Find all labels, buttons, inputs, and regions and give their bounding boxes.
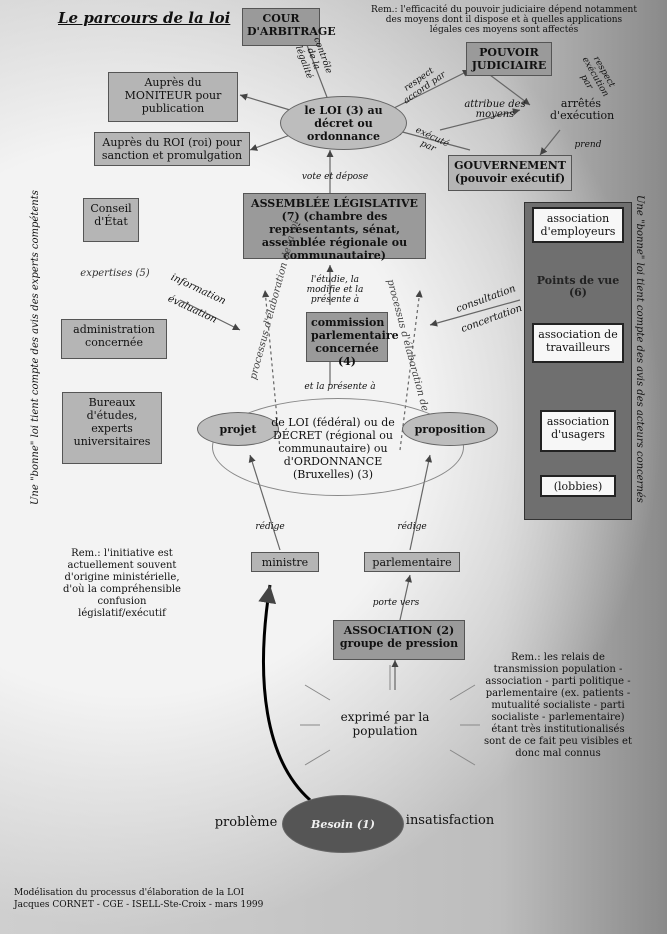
cour-arbitrage-box: COUR D'ARBITRAGE bbox=[242, 8, 336, 46]
projet-ellipse: projet bbox=[197, 412, 279, 446]
right-vertical-note: Une "bonne" loi tient compte des avis de… bbox=[634, 195, 645, 503]
porte-vers-label: porte vers bbox=[372, 598, 420, 608]
bureaux-box: Bureaux d'études, experts universitaires bbox=[62, 392, 162, 464]
proposition-ellipse: proposition bbox=[402, 412, 498, 446]
besoin-label: Besoin (1) bbox=[311, 817, 375, 831]
exprime-label: exprimé par la population bbox=[340, 710, 430, 738]
gouvernement-box: GOUVERNEMENT (pouvoir exécutif) bbox=[448, 155, 572, 191]
redige-left-label: rédige bbox=[255, 522, 285, 532]
lobbies-box: (lobbies) bbox=[540, 475, 616, 497]
prend-label: prend bbox=[574, 140, 602, 150]
besoin-ellipse: Besoin (1) bbox=[282, 795, 404, 853]
conseil-etat-box: Conseil d'État bbox=[83, 198, 139, 242]
loi-center-ellipse: le LOI (3) au décret ou ordonnance bbox=[280, 96, 407, 150]
etudie-label: l'étudie, la modifie et la présente à bbox=[306, 275, 364, 305]
ministre-box: ministre bbox=[251, 552, 319, 572]
left-vertical-note: Une "bonne" loi tient compte des avis de… bbox=[30, 190, 41, 505]
association-travailleurs-box: association de travailleurs bbox=[532, 323, 624, 363]
assemblee-box: ASSEMBLÉE LÉGISLATIVE (7) (chambre des r… bbox=[243, 193, 426, 262]
association-pression-box: ASSOCIATION (2) groupe de pression bbox=[333, 620, 465, 660]
arretes-label: arrêtés d'exécution bbox=[550, 97, 615, 122]
proposition-label: proposition bbox=[414, 422, 486, 436]
commission-box: commission parlementaire concernée (4) bbox=[306, 312, 399, 368]
expertises-label: expertises (5) bbox=[80, 268, 150, 279]
rem-right-note: Rem.: les relais de transmission populat… bbox=[484, 652, 632, 759]
footer-line2: Jacques CORNET - CGE - ISELL-Ste-Croix -… bbox=[14, 900, 264, 910]
decret-center-label: de LOI (fédéral) ou de DÉCRET (régional … bbox=[271, 416, 395, 481]
insatisfaction-label: insatisfaction bbox=[405, 813, 495, 828]
probleme-label: problème bbox=[214, 815, 278, 830]
footer-line1: Modélisation du processus d'élaboration … bbox=[14, 888, 245, 898]
administration-box: administration concernée bbox=[61, 319, 167, 359]
roi-box: Auprès du ROI (roi) pour sanction et pro… bbox=[94, 132, 250, 166]
presente-a-label: et la présente à bbox=[304, 382, 376, 392]
loi-center-label: le LOI (3) au décret ou ordonnance bbox=[304, 103, 383, 143]
moniteur-box: Auprès du MONITEUR pour publication bbox=[108, 72, 238, 122]
points-vue-label: Points de vue (6) bbox=[536, 274, 620, 299]
rem-left-note: Rem.: l'initiative est actuellement souv… bbox=[63, 548, 181, 619]
association-employeurs-box: association d'employeurs bbox=[532, 207, 624, 243]
vote-depose-label: vote et dépose bbox=[301, 172, 369, 182]
diagram-title: Le parcours de la loi bbox=[58, 9, 231, 27]
parlementaire-box: parlementaire bbox=[364, 552, 460, 572]
attribue-moyens-label: attribue des moyens bbox=[464, 99, 526, 120]
pouvoir-judiciaire-box: POUVOIR JUDICIAIRE bbox=[466, 42, 552, 76]
projet-label: projet bbox=[219, 422, 257, 436]
rem-top-note: Rem.: l'efficacité du pouvoir judiciaire… bbox=[371, 5, 637, 35]
decret-ellipse bbox=[212, 398, 464, 496]
association-usagers-box: association d'usagers bbox=[540, 410, 616, 452]
redige-right-label: rédige bbox=[397, 522, 427, 532]
